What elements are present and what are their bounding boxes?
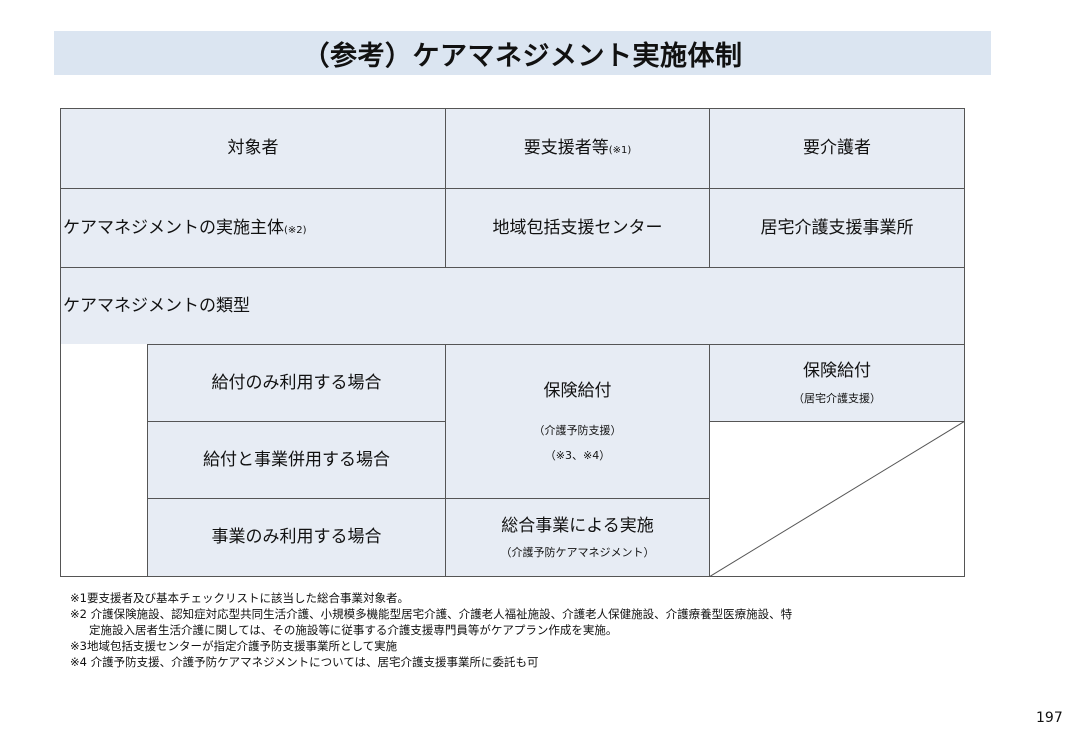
entity-support-value: 地域包括支援センター [492, 217, 663, 238]
header-support-note: (※1) [608, 145, 632, 157]
case-benefit-and-service-label: 給付と事業併用する場合 [203, 449, 390, 470]
entity-label: ケアマネジメントの実施主体 [63, 217, 284, 238]
header-care-label: 要介護者 [803, 138, 871, 159]
footnote-2-cont: 定施設入居者生活介護に関しては、その施設等に従事する介護支援専門員等がケアプラン… [89, 623, 618, 637]
diagonal-line [709, 421, 965, 577]
page-number: 197 [1036, 710, 1063, 726]
support-benefit-main: 保険給付 [543, 381, 612, 402]
footnote-4: ※4 介護予防支援、介護予防ケアマネジメントについては、居宅介護支援事業所に委託… [70, 655, 539, 669]
type-label-cell: ケアマネジメントの類型 [60, 267, 965, 345]
service-impl-cell: 総合事業による実施 （介護予防ケアマネジメント） [445, 498, 710, 577]
support-benefit-cell: 保険給付 （介護予防支援） （※3、※4） [445, 344, 710, 499]
footnote-3: ※3地域包括支援センターが指定介護予防支援事業所として実施 [70, 639, 398, 653]
header-target-label: 対象者 [227, 138, 279, 159]
header-target: 対象者 [60, 108, 446, 189]
footnotes: ※1要支援者及び基本チェックリストに該当した総合事業対象者。 ※2 介護保険施設… [70, 590, 990, 670]
type-label: ケアマネジメントの類型 [63, 295, 250, 316]
support-benefit-sub: （介護予防支援） [533, 423, 622, 437]
service-impl-sub: （介護予防ケアマネジメント） [500, 546, 655, 560]
footnote-2: ※2 介護保険施設、認知症対応型共同生活介護、小規模多機能型居宅介護、介護老人福… [70, 607, 793, 621]
entity-care-cell: 居宅介護支援事業所 [709, 188, 965, 268]
case-benefit-only-label: 給付のみ利用する場合 [211, 372, 382, 393]
entity-label-cell: ケアマネジメントの実施主体 (※2) [60, 188, 446, 268]
case-benefit-only: 給付のみ利用する場合 [147, 344, 446, 422]
header-care-needed: 要介護者 [709, 108, 965, 189]
case-service-only: 事業のみ利用する場合 [147, 498, 446, 577]
care-benefit-cell: 保険給付 （居宅介護支援） [709, 344, 965, 422]
header-support-label: 要支援者等 [523, 138, 609, 159]
care-benefit-sub: （居宅介護支援） [793, 391, 881, 405]
header-support-needed: 要支援者等 (※1) [445, 108, 710, 189]
indent-blank [60, 344, 148, 577]
case-service-only-label: 事業のみ利用する場合 [211, 527, 382, 548]
support-benefit-note: （※3、※4） [544, 448, 611, 462]
care-management-table: 対象者 要支援者等 (※1) 要介護者 ケアマネジメントの実施主体 (※2) 地… [60, 108, 965, 577]
entity-label-note: (※2) [284, 224, 307, 236]
care-benefit-main: 保険給付 [803, 361, 871, 382]
service-impl-main: 総合事業による実施 [501, 515, 654, 536]
page-title: （参考）ケアマネジメント実施体制 [54, 31, 991, 75]
case-benefit-and-service: 給付と事業併用する場合 [147, 421, 446, 499]
footnote-1: ※1要支援者及び基本チェックリストに該当した総合事業対象者。 [70, 591, 409, 605]
not-applicable-cell [709, 421, 965, 577]
entity-support-cell: 地域包括支援センター [445, 188, 710, 268]
entity-care-value: 居宅介護支援事業所 [760, 217, 914, 238]
